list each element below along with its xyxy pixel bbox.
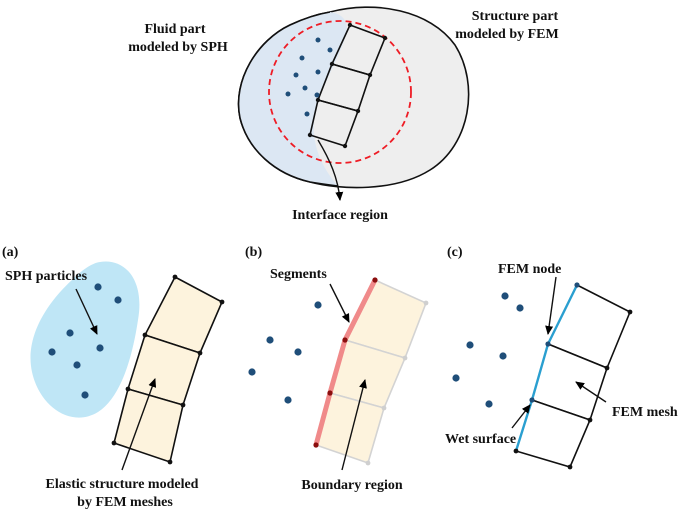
panel-b-grey-nodes [365,300,429,466]
fluid-boundary [237,11,339,187]
interface-label: Interface region [292,208,388,223]
fluid-region [238,12,347,186]
top-sph-particles [285,37,333,117]
structure-label-line1: Structure part [472,9,559,24]
top-overview: Fluid part modeled by SPH Structure part… [128,6,559,223]
panel-b-tag: (b) [245,245,262,260]
segments-label: Segments [270,267,327,282]
fluid-label-line2: modeled by SPH [128,40,228,55]
wet-surface-label: Wet surface [445,432,516,447]
segments-arrow [329,283,350,323]
panel-c-fem-nodes [513,309,633,470]
interface-arrow [317,139,344,201]
panel-a: (a) SPH particles Elastic structure mode… [2,245,225,510]
sph-particles-label: SPH particles [5,269,88,284]
boundary-region-label: Boundary region [301,478,402,493]
boundary-region-arrow [341,379,367,471]
structure-label-line2: modeled by FEM [455,27,558,42]
fem-mesh-arrow [575,381,607,403]
panel-b-segment-nodes [313,277,378,448]
panel-a-structure-arrow [121,378,157,471]
panel-b: (b) Segments Boundar [245,245,429,493]
wet-surface-line [514,284,579,452]
interface-circle [268,20,412,164]
elastic-structure-label-line1: Elastic structure modeled [46,477,199,492]
fluid-label-line1: Fluid part [144,22,205,37]
panel-c-wet-nodes [529,282,580,403]
panel-a-tag: (a) [2,245,19,260]
elastic-structure-label-line2: by FEM meshes [77,495,173,510]
panel-a-fem-nodes [111,274,225,465]
boundary-segments [313,277,378,448]
fem-node-label: FEM node [498,262,561,277]
panel-a-particles-arrow [75,288,98,335]
panel-b-fem-mesh [315,278,428,465]
top-fem-nodes [307,22,388,149]
panel-c-fem-mesh [514,283,632,468]
fem-mesh-label: FEM mesh [612,405,678,420]
fem-node-arrow [545,276,557,335]
sph-blob [30,261,140,418]
panel-b-particles [248,301,322,404]
panel-c-tag: (c) [447,245,463,260]
wet-surface-arrow [511,404,531,429]
panel-a-particles [48,283,122,399]
panel-c-particles [452,292,524,408]
panel-c: (c) FEM node [445,245,678,470]
